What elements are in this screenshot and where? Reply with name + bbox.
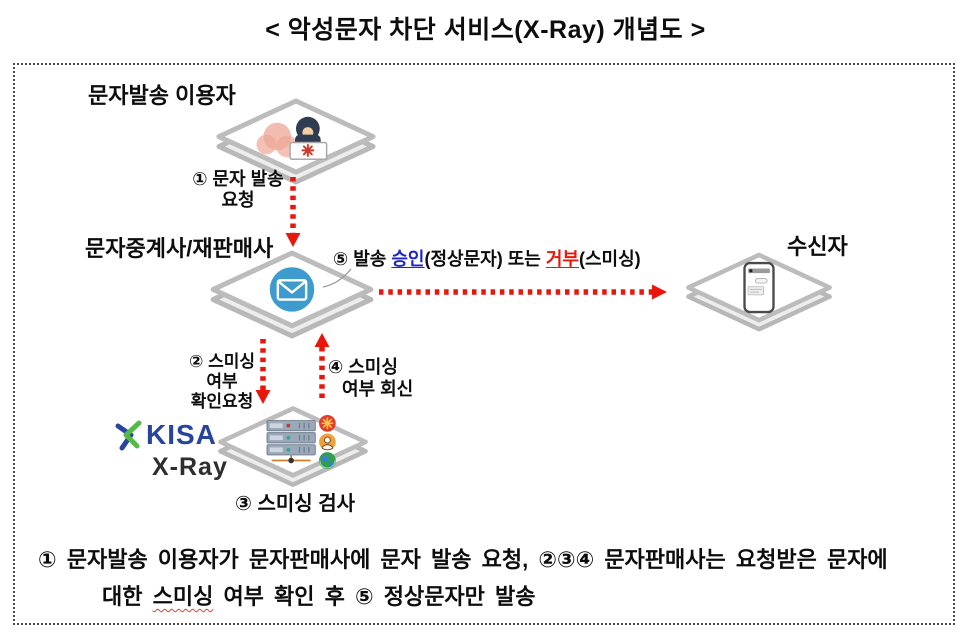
footer-line2: 대한 스미싱 여부 확인 후 ⑤ 정상문자만 발송: [102, 584, 536, 609]
smartphone-icon: [743, 261, 775, 314]
receiver-node-label: 수신자: [787, 234, 848, 259]
scanner-tile: [218, 406, 368, 487]
reject-text: 거부: [545, 249, 579, 269]
sender-node-label: 문자발송 이용자: [88, 83, 236, 108]
page-title: < 악성문자 차단 서비스(X-Ray) 개념도 >: [265, 16, 706, 44]
globe-icon: [319, 452, 336, 469]
approve-text: 승인: [391, 249, 425, 269]
relay-node-label: 문자중계사/재판매사: [85, 236, 274, 261]
diagram-panel: [13, 63, 955, 625]
sender-tile: [216, 98, 376, 185]
mail-icon: [269, 267, 315, 312]
kisa-logo-icon: [115, 420, 142, 451]
step5-label: ⑤ 발송 승인(정상문자) 또는 거부(스미싱): [333, 249, 641, 269]
hacker-badge-icon: [319, 433, 336, 451]
smishing-wavy-text: 스미싱: [152, 584, 214, 609]
kisa-xray-logo: KISA X-Ray: [112, 419, 228, 482]
kisa-brand-text: KISA: [146, 419, 217, 450]
receiver-tile: [686, 252, 832, 332]
step3-label: ③ 스미싱 검사: [234, 493, 356, 515]
malware-icon: [319, 414, 336, 432]
step2-label: ② 스미싱 여부 확인요청: [188, 352, 256, 411]
step4-label: ④ 스미싱 여부 회신: [328, 357, 414, 399]
server-scan-icon: [266, 414, 336, 469]
footer-line1: ① 문자발송 이용자가 문자판매사에 문자 발송 요청, ②③④ 문자판매사는 …: [38, 547, 888, 572]
hacker-at-laptop-icon: [256, 116, 328, 161]
xray-product-text: X-Ray: [152, 453, 228, 481]
step1-label: ① 문자 발송 요청: [192, 169, 284, 210]
footer-caption: ① 문자발송 이용자가 문자판매사에 문자 발송 요청, ②③④ 문자판매사는 …: [38, 541, 938, 615]
